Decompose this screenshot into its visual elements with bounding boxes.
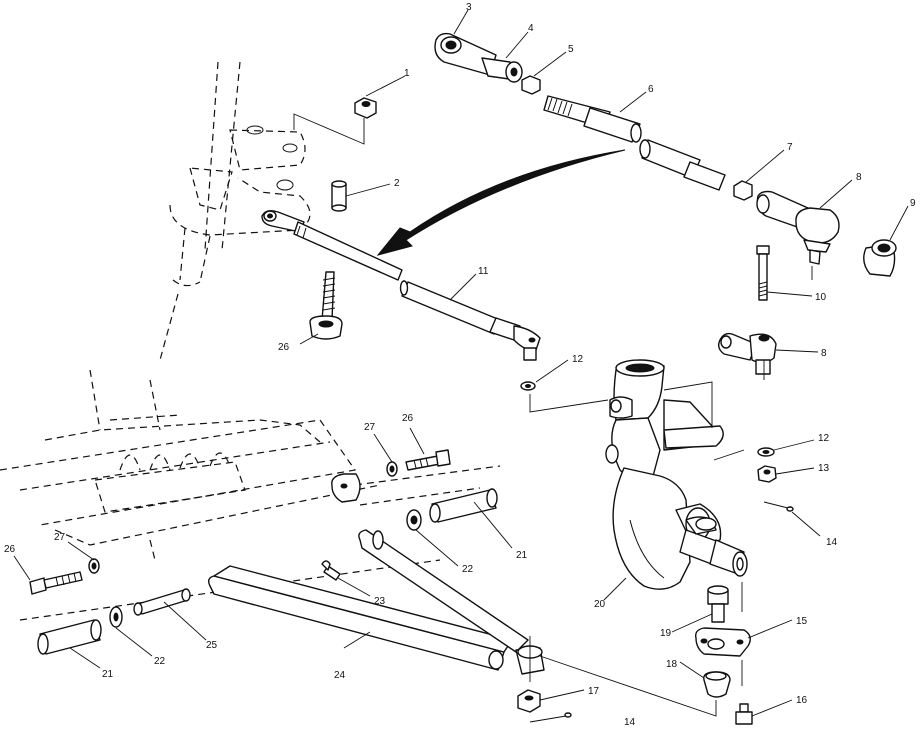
callout-17: 17 (588, 686, 600, 697)
callout-26-left: 26 (4, 544, 16, 555)
frame-section (0, 369, 501, 621)
nut-5 (521, 75, 541, 95)
nut-7 (733, 180, 753, 201)
callout-3: 3 (466, 2, 472, 13)
callout-18: 18 (666, 659, 678, 670)
callout-26-upper: 26 (278, 342, 290, 353)
washer-12-right (757, 447, 775, 457)
callout-13: 13 (818, 463, 830, 474)
callout-5: 5 (568, 44, 574, 55)
plate-15 (694, 627, 751, 657)
spindle-20 (605, 359, 748, 590)
bushing-21-left (37, 619, 102, 655)
nut-17 (517, 689, 541, 713)
bushing-21-right (429, 488, 498, 523)
bolt-10 (756, 245, 770, 301)
washer-27-left (88, 558, 100, 574)
callout-9: 9 (910, 198, 916, 209)
ball-joint-18 (703, 671, 731, 698)
cotter-pin-14-upper (763, 501, 794, 512)
callout-15: 15 (796, 616, 808, 627)
callout-1: 1 (404, 68, 410, 79)
callout-8-upper: 8 (856, 172, 862, 183)
callout-27-left: 27 (54, 532, 66, 543)
callout-16: 16 (796, 695, 808, 706)
callout-labels: 1 2 3 4 5 6 7 8 9 10 8 11 12 12 13 14 14… (4, 2, 916, 728)
callout-11: 11 (478, 266, 489, 277)
callout-7: 7 (787, 142, 793, 153)
assembly-lines (13, 9, 909, 717)
bolt-26-right (405, 449, 451, 471)
callout-6: 6 (648, 84, 654, 95)
washer-22-right (406, 509, 422, 531)
washer-27-right (386, 461, 398, 477)
callout-12-left: 12 (572, 354, 584, 365)
callout-14-upper: 14 (826, 537, 838, 548)
a-arm-24 (133, 529, 545, 675)
nut-13 (757, 465, 777, 483)
callout-2: 2 (394, 178, 400, 189)
callout-19: 19 (660, 628, 672, 639)
bolt-16 (735, 703, 753, 725)
callout-24: 24 (334, 670, 346, 681)
install-direction-arrow (376, 149, 626, 256)
grease-fitting-23 (321, 560, 341, 581)
bolt-19 (707, 585, 729, 623)
frame-bushing-mount (331, 473, 361, 503)
callout-10: 10 (815, 292, 827, 303)
callout-4: 4 (528, 23, 534, 34)
tie-rod-assembly (434, 32, 897, 277)
callout-26-right: 26 (402, 413, 414, 424)
washer-12-left (520, 381, 536, 391)
callout-20: 20 (594, 599, 606, 610)
callout-25: 25 (206, 640, 218, 651)
callout-8-lower: 8 (821, 348, 827, 359)
nut-1 (354, 97, 377, 119)
callout-27-right: 27 (364, 422, 376, 433)
ball-joint-8-lower (717, 332, 777, 375)
callout-12-right: 12 (818, 433, 830, 444)
cotter-pin-14-lower (529, 712, 572, 723)
bolt-26-upper (309, 271, 343, 340)
bolt-26-left (29, 571, 83, 595)
callout-14-lower: 14 (624, 717, 636, 728)
spacer-2 (331, 180, 347, 212)
callout-22-left: 22 (154, 656, 166, 667)
steering-post-assembly (159, 61, 311, 361)
washer-22-left (109, 606, 123, 628)
callout-22-right: 22 (462, 564, 474, 575)
callout-23: 23 (374, 596, 386, 607)
callout-21-left: 21 (102, 669, 114, 680)
callout-21-right: 21 (516, 550, 528, 561)
tie-rod-11 (261, 209, 541, 361)
